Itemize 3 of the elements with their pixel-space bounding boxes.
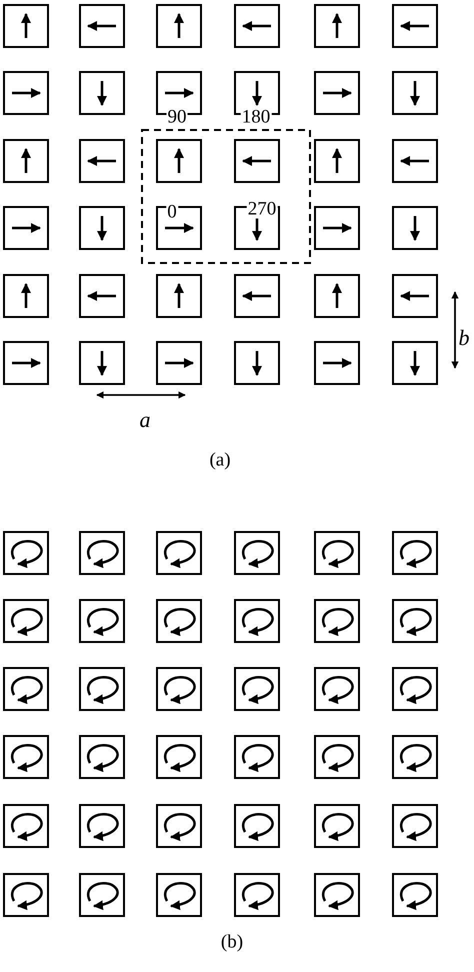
panel-caption: (a) bbox=[208, 450, 232, 470]
panel-caption: (b) bbox=[220, 932, 244, 952]
angle-label: 270 bbox=[246, 200, 278, 218]
